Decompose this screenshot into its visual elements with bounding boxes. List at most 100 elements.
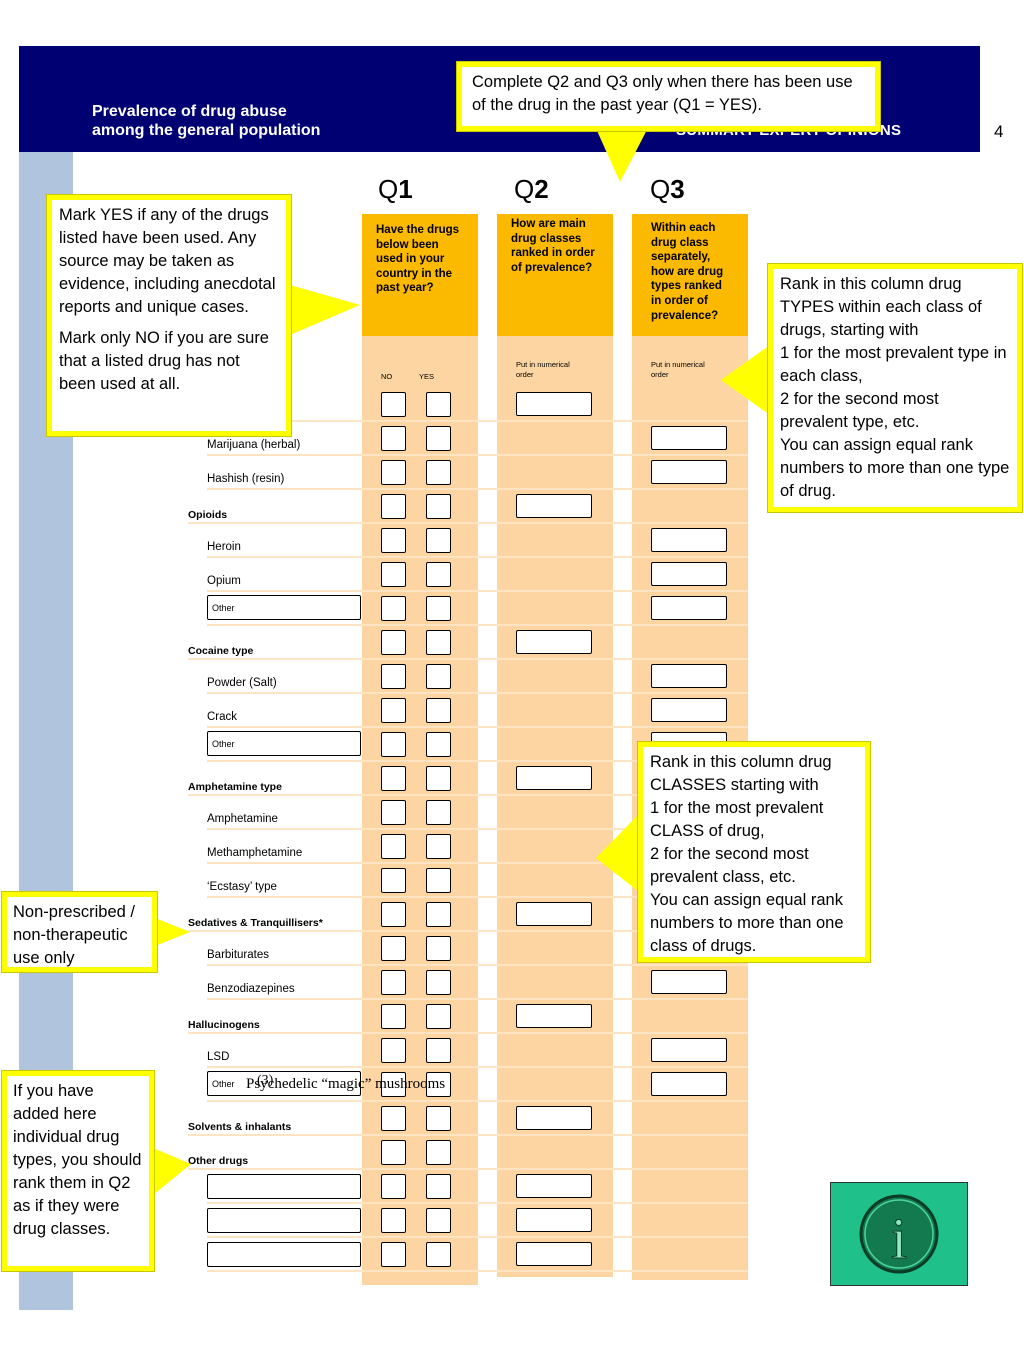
q3-rank-input[interactable] [651, 1038, 727, 1062]
q1-yes-checkbox[interactable] [426, 460, 451, 485]
q2-hint: Put in numerical order [516, 360, 570, 379]
q1-no-checkbox[interactable] [381, 1106, 406, 1131]
q1-yes-checkbox[interactable] [426, 902, 451, 927]
row-separator [207, 692, 748, 694]
other-drug-input[interactable]: Other [207, 1071, 361, 1096]
q1-yes-checkbox[interactable] [426, 800, 451, 825]
no-label: NO [381, 372, 393, 381]
q1-yes-checkbox[interactable] [426, 834, 451, 859]
q2-rank-input[interactable] [516, 392, 592, 416]
q1-no-checkbox[interactable] [381, 1242, 406, 1267]
q1-no-checkbox[interactable] [381, 664, 406, 689]
q2-rank-input[interactable] [516, 766, 592, 790]
drug-class-label: Other drugs [188, 1155, 249, 1167]
other-drug-input[interactable]: Other [207, 595, 361, 620]
q1-no-checkbox[interactable] [381, 902, 406, 927]
q1-no-checkbox[interactable] [381, 732, 406, 757]
row-separator [207, 964, 748, 966]
drug-type-label: LSD [207, 1051, 230, 1063]
q2-rank-input[interactable] [516, 1106, 592, 1130]
q1-yes-checkbox[interactable] [426, 698, 451, 723]
q1-no-checkbox[interactable] [381, 1140, 406, 1165]
q1-yes-checkbox[interactable] [426, 970, 451, 995]
q1-yes-checkbox[interactable] [426, 392, 451, 417]
drug-class-label: Solvents & inhalants [188, 1121, 292, 1133]
q3-rank-input[interactable] [651, 528, 727, 552]
q3-rank-input[interactable] [651, 970, 727, 994]
q1-yes-checkbox[interactable] [426, 528, 451, 553]
q1-no-checkbox[interactable] [381, 494, 406, 519]
q3-rank-input[interactable] [651, 1072, 727, 1096]
q2-rank-input[interactable] [516, 1174, 592, 1198]
q3-rank-input[interactable] [651, 698, 727, 722]
q1-yes-checkbox[interactable] [426, 1004, 451, 1029]
q1-yes-checkbox[interactable] [426, 562, 451, 587]
added-drug-input[interactable] [207, 1174, 361, 1199]
q1-no-checkbox[interactable] [381, 698, 406, 723]
q1-no-checkbox[interactable] [381, 1208, 406, 1233]
q1-heading: Q1 [378, 174, 413, 204]
q1-yes-checkbox[interactable] [426, 732, 451, 757]
q1-yes-checkbox[interactable] [426, 1208, 451, 1233]
q1-question: Have the drugs below been used in your c… [362, 214, 478, 336]
q1-no-checkbox[interactable] [381, 460, 406, 485]
q3-rank-input[interactable] [651, 596, 727, 620]
q1-no-checkbox[interactable] [381, 868, 406, 893]
q1-no-checkbox[interactable] [381, 426, 406, 451]
q1-no-checkbox[interactable] [381, 630, 406, 655]
info-button[interactable]: i [830, 1182, 968, 1286]
q2-rank-input[interactable] [516, 1004, 592, 1028]
q1-yes-checkbox[interactable] [426, 630, 451, 655]
q1-yes-checkbox[interactable] [426, 494, 451, 519]
row-separator [207, 1202, 748, 1204]
drug-type-label: Barbiturates [207, 949, 270, 961]
row-separator [207, 488, 748, 490]
q1-no-checkbox[interactable] [381, 970, 406, 995]
q1-yes-checkbox[interactable] [426, 1072, 451, 1097]
q1-no-checkbox[interactable] [381, 562, 406, 587]
q2-rank-input[interactable] [516, 630, 592, 654]
q3-rank-input[interactable] [651, 664, 727, 688]
q1-yes-checkbox[interactable] [426, 596, 451, 621]
q1-yes-checkbox[interactable] [426, 1106, 451, 1131]
q1-yes-checkbox[interactable] [426, 868, 451, 893]
pointer-nonprescribed [155, 918, 190, 946]
q1-no-checkbox[interactable] [381, 834, 406, 859]
callout-nonprescribed: Non-prescribed / non-therapeutic use onl… [1, 891, 158, 973]
q1-no-checkbox[interactable] [381, 1072, 406, 1097]
added-drug-input[interactable] [207, 1208, 361, 1233]
q2-rank-input[interactable] [516, 494, 592, 518]
pointer-right-types [721, 345, 770, 415]
added-drug-input[interactable] [207, 1242, 361, 1267]
q1-yes-checkbox[interactable] [426, 1174, 451, 1199]
q1-no-checkbox[interactable] [381, 766, 406, 791]
q1-no-checkbox[interactable] [381, 1038, 406, 1063]
q1-no-checkbox[interactable] [381, 528, 406, 553]
drug-class-label: Cocaine type [188, 645, 254, 657]
q1-yes-checkbox[interactable] [426, 664, 451, 689]
q1-no-checkbox[interactable] [381, 936, 406, 961]
q1-yes-checkbox[interactable] [426, 936, 451, 961]
q2-question: How are main drug classes ranked in orde… [497, 214, 613, 336]
q1-no-checkbox[interactable] [381, 1004, 406, 1029]
q1-yes-checkbox[interactable] [426, 1140, 451, 1165]
q1-no-checkbox[interactable] [381, 596, 406, 621]
yes-label: YES [419, 372, 435, 381]
q1-no-checkbox[interactable] [381, 392, 406, 417]
q3-rank-input[interactable] [651, 426, 727, 450]
q2-rank-input[interactable] [516, 1208, 592, 1232]
q1-no-checkbox[interactable] [381, 800, 406, 825]
q1-yes-checkbox[interactable] [426, 426, 451, 451]
pointer-top [594, 124, 650, 182]
q1-no-checkbox[interactable] [381, 1174, 406, 1199]
other-drug-input[interactable]: Other [207, 731, 361, 756]
q3-rank-input[interactable] [651, 460, 727, 484]
q1-yes-checkbox[interactable] [426, 766, 451, 791]
row-separator [188, 794, 748, 796]
q1-yes-checkbox[interactable] [426, 1242, 451, 1267]
q3-rank-input[interactable] [651, 562, 727, 586]
q2-rank-input[interactable] [516, 1242, 592, 1266]
q2-rank-input[interactable] [516, 902, 592, 926]
info-icon: i [859, 1194, 939, 1274]
q1-yes-checkbox[interactable] [426, 1038, 451, 1063]
